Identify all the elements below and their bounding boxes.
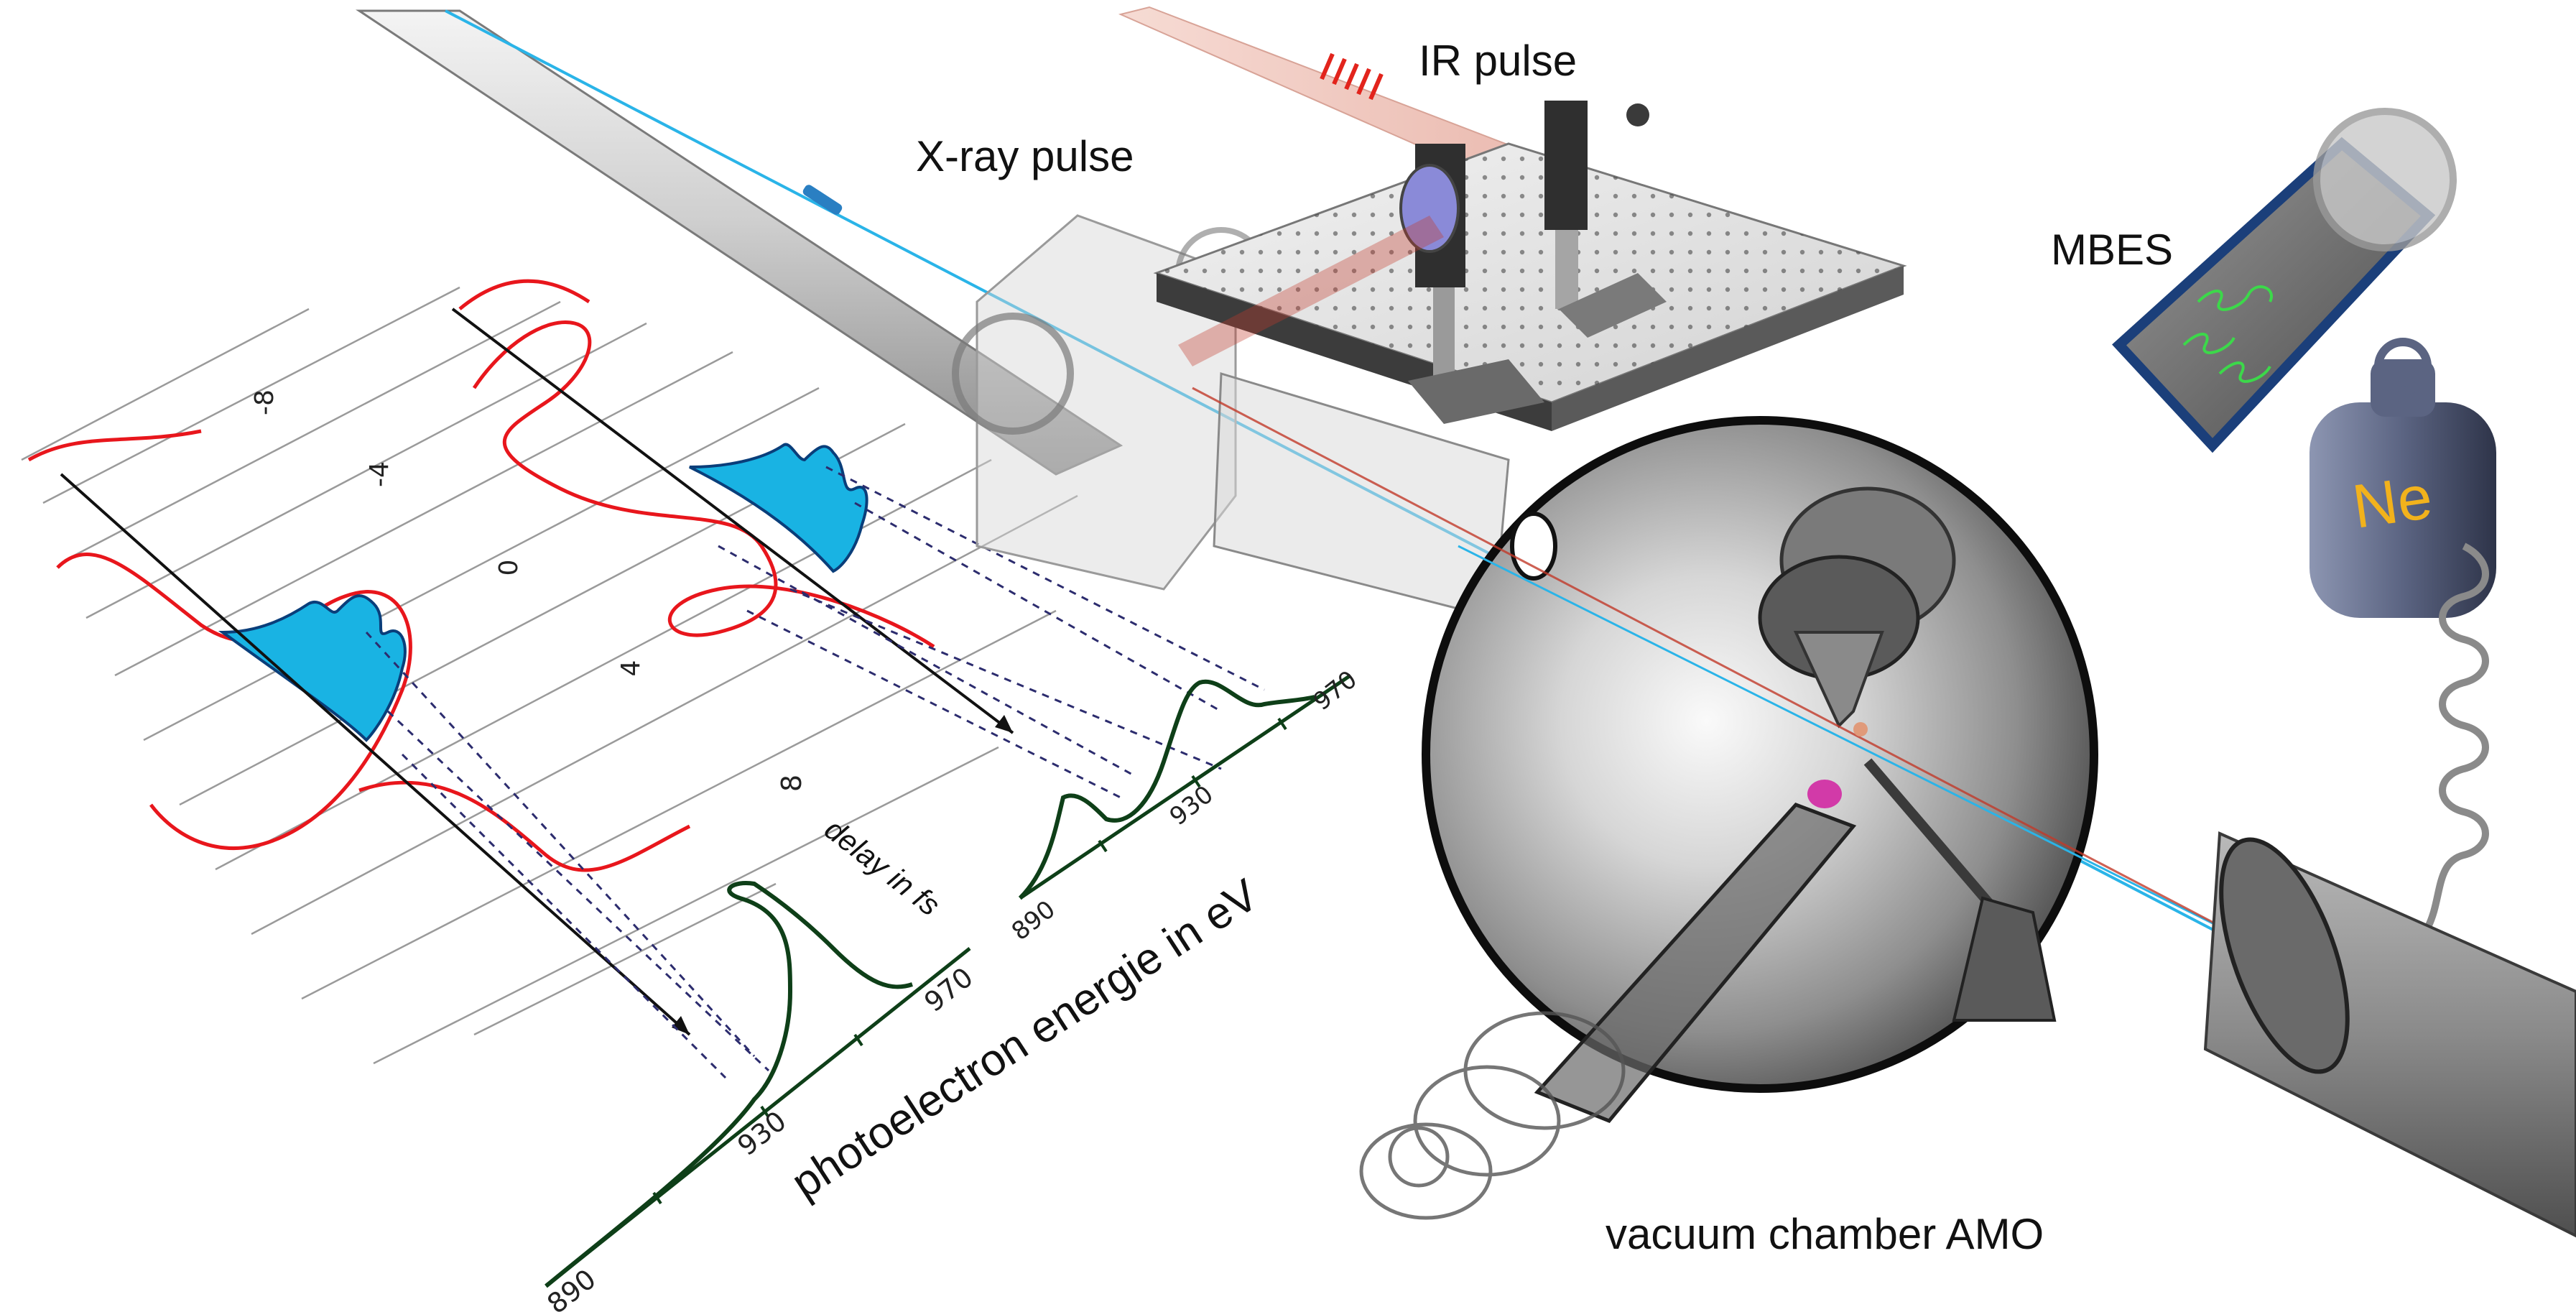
energy-tick-label: 970 bbox=[918, 961, 978, 1018]
interaction-point bbox=[1853, 722, 1868, 736]
inner-electron-optics bbox=[1758, 486, 1956, 729]
optical-table-edge-right bbox=[1552, 266, 1904, 431]
delay-tick-label: 0 bbox=[494, 560, 524, 576]
xray-pulse-label: X-ray pulse bbox=[916, 132, 1134, 180]
energy-tick-label: 970 bbox=[1308, 665, 1363, 716]
photoelectron-spectrum-front bbox=[545, 881, 913, 1288]
delay-grid bbox=[21, 286, 1078, 1065]
delay-axis-front-arrowhead bbox=[672, 1016, 690, 1035]
beamline-apparatus: Ne bbox=[356, 6, 2576, 1238]
mbes-electron-trajectories bbox=[2182, 285, 2273, 383]
sphere-port bbox=[1510, 512, 1557, 581]
ir-field-curve-back bbox=[472, 320, 935, 649]
delay-axis-back bbox=[451, 308, 1014, 734]
ir-field-curve-front bbox=[56, 553, 412, 850]
xray-beam-in-chamber bbox=[1458, 545, 2264, 950]
mbes-end-cap bbox=[2313, 108, 2457, 251]
gas-nozzle-cone bbox=[1952, 896, 2057, 1022]
energy-tick-label: 930 bbox=[1164, 780, 1219, 831]
flange-left bbox=[952, 313, 1074, 435]
mirror-mount-1 bbox=[1399, 144, 1544, 424]
energy-axis-back bbox=[1019, 673, 1352, 900]
ir-field-curve-front-upper bbox=[27, 429, 202, 462]
xray-pulse-shape-front bbox=[218, 594, 407, 742]
ir-pulse-rings bbox=[1320, 52, 1384, 101]
energy-ticks-front bbox=[652, 1033, 863, 1205]
ir-field-curve-front-lower bbox=[358, 780, 691, 872]
delay-tick-label: 4 bbox=[616, 660, 646, 677]
exit-flange bbox=[2219, 837, 2350, 1074]
delay-tick-label: -8 bbox=[250, 389, 279, 415]
optical-table-holes bbox=[1157, 144, 1904, 402]
ir-field-curve-back-upper bbox=[458, 279, 590, 310]
energy-tick-label: 890 bbox=[1006, 895, 1061, 946]
photoelectron-spectrum-back bbox=[1018, 679, 1315, 900]
ir-beam-in-chamber bbox=[1192, 387, 2264, 950]
ir-pulse-label: IR pulse bbox=[1419, 37, 1577, 85]
mbes-label: MBES bbox=[2051, 226, 2173, 274]
gas-line-coil bbox=[2424, 542, 2489, 929]
delay-tick-labels: -8 -4 0 4 8 bbox=[250, 389, 807, 792]
delay-axis-back-arrowhead bbox=[995, 715, 1013, 733]
vacuum-chamber-label: vacuum chamber AMO bbox=[1606, 1210, 2044, 1258]
xray-beam-tube bbox=[356, 9, 1123, 476]
ir-beam-on-table bbox=[1178, 216, 1444, 366]
gas-nozzle-rod bbox=[1863, 758, 2001, 916]
delay-tick-label: -4 bbox=[365, 461, 394, 487]
neon-label: Ne bbox=[2348, 462, 2436, 541]
sample-injector bbox=[1534, 803, 1857, 1123]
mirror-mount-2 bbox=[1544, 101, 1667, 338]
xray-pulse-shape-back bbox=[689, 443, 868, 573]
delay-tick-label: 8 bbox=[776, 775, 807, 792]
sample-injector-tip bbox=[1807, 780, 1842, 808]
energy-tick-label: 890 bbox=[541, 1263, 601, 1312]
projection-lines bbox=[365, 466, 1265, 1079]
injector-base bbox=[1359, 1011, 1626, 1220]
delay-axis-front bbox=[60, 473, 691, 1036]
xray-bunch-marker bbox=[802, 185, 843, 215]
delay-axis-title: delay in fs bbox=[818, 812, 946, 922]
energy-ticks-back bbox=[1098, 717, 1287, 853]
neon-gas-bottle: Ne bbox=[2309, 338, 2496, 618]
